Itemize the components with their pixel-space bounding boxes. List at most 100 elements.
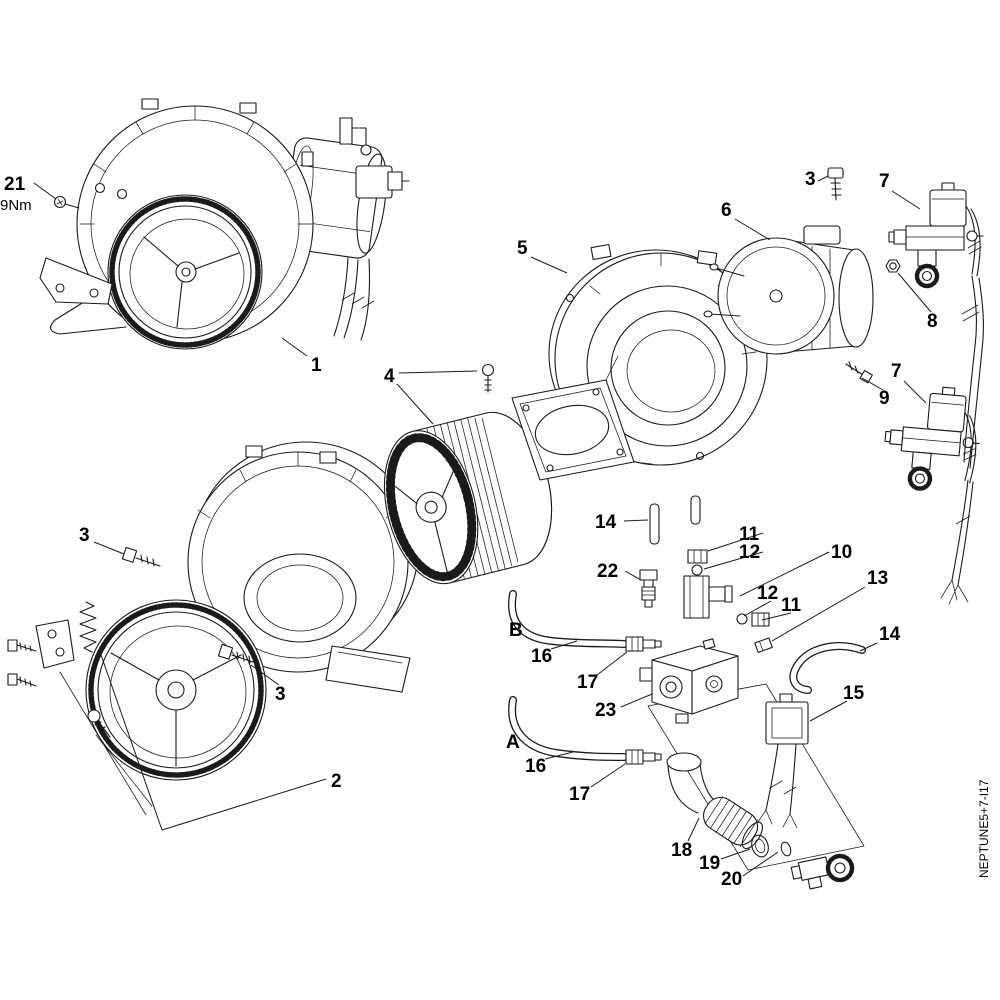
part-20-seal bbox=[780, 841, 792, 857]
callout-leader-line bbox=[161, 778, 327, 831]
solenoid-valve-small bbox=[355, 165, 393, 199]
callout-leader-line bbox=[93, 541, 125, 555]
part-callout-11: 11 bbox=[739, 524, 760, 545]
callout-leader-line bbox=[809, 700, 848, 722]
plumbing-group bbox=[508, 495, 866, 890]
callout-leader-line bbox=[250, 664, 280, 686]
part-19-o-ring bbox=[751, 834, 769, 858]
part-callout-12: 12 bbox=[757, 583, 778, 604]
callout-leader-line bbox=[99, 651, 163, 831]
part-callout-4: 4 bbox=[384, 366, 395, 387]
bracket-plate bbox=[35, 619, 75, 669]
part-4-impeller bbox=[383, 363, 553, 585]
part-callout-11: 11 bbox=[781, 595, 802, 616]
callout-leader-line bbox=[624, 570, 642, 581]
knurled-knob bbox=[825, 853, 855, 883]
callout-leader-line bbox=[703, 551, 764, 570]
callout-leader-line bbox=[859, 642, 878, 652]
callout-leader-line bbox=[398, 370, 478, 374]
part-3-screw bbox=[121, 546, 138, 563]
part-callout-7: 7 bbox=[891, 361, 902, 382]
callout-leader-line bbox=[742, 851, 779, 877]
part-callout-13: 13 bbox=[867, 568, 888, 589]
part-callout-12: 12 bbox=[739, 542, 760, 563]
part-callout-5: 5 bbox=[517, 238, 528, 259]
part-14-tube bbox=[649, 503, 660, 545]
part-callout-17: 17 bbox=[569, 784, 590, 805]
part-callout-16: 16 bbox=[525, 756, 546, 777]
drain-valve-body bbox=[790, 856, 831, 890]
callout-leader-line bbox=[623, 519, 649, 522]
part-callout-6: 6 bbox=[721, 200, 732, 221]
callout-leader-line bbox=[891, 190, 921, 210]
part-3-screw bbox=[217, 643, 234, 660]
part-8-nut bbox=[885, 259, 901, 273]
part-callout-20: 20 bbox=[721, 869, 742, 890]
callout-leader-line bbox=[734, 218, 771, 241]
part-10-tee bbox=[683, 575, 710, 619]
part-11-nut bbox=[687, 549, 708, 564]
callout-leader-line bbox=[720, 848, 751, 860]
part-12-olive bbox=[736, 613, 748, 625]
part-callout-3: 3 bbox=[79, 525, 90, 546]
callout-leader-line bbox=[771, 586, 866, 642]
gear-ring bbox=[107, 194, 263, 350]
part-callout-9: 9 bbox=[879, 388, 890, 409]
callout-leader-line bbox=[596, 651, 628, 676]
part-callout-14: 14 bbox=[595, 512, 617, 533]
part-callout-16: 16 bbox=[531, 646, 552, 667]
part-callout-2: 2 bbox=[331, 771, 342, 792]
callout-leader-line bbox=[396, 383, 434, 425]
top-fitting bbox=[339, 117, 353, 145]
motor-wires bbox=[333, 257, 349, 337]
part-7-valve-lower bbox=[881, 383, 984, 494]
part-callout-9Nm: 9Nm bbox=[0, 197, 32, 214]
part-22-fitting bbox=[639, 569, 658, 581]
part-3-screw bbox=[827, 167, 844, 179]
spring bbox=[79, 601, 97, 653]
impeller-screw bbox=[481, 363, 495, 377]
part-5-fan-housing bbox=[511, 243, 768, 481]
part-callout-21: 21 bbox=[4, 174, 26, 195]
part-13-plug bbox=[754, 637, 773, 653]
part-callout-19: 19 bbox=[699, 853, 720, 874]
part-callout-7: 7 bbox=[879, 171, 890, 192]
callout-leader-line bbox=[687, 817, 700, 842]
part-callout-17: 17 bbox=[577, 672, 598, 693]
part-14-tube bbox=[690, 495, 701, 525]
part-17-fitting bbox=[625, 749, 644, 765]
part-1-blower-assembly bbox=[39, 98, 410, 350]
callout-leader-line bbox=[590, 763, 626, 788]
callout-leader-line bbox=[550, 640, 578, 650]
part-6-motor bbox=[703, 167, 901, 384]
part-callout-23: 23 bbox=[595, 700, 616, 721]
callout-leader-line bbox=[281, 337, 308, 357]
callout-leader-line bbox=[817, 175, 829, 182]
callout-leader-line bbox=[530, 256, 568, 274]
callout-leader-line bbox=[897, 272, 932, 313]
part-callout-10: 10 bbox=[831, 542, 852, 563]
drawing-number: NEPTUNE5+7-I17 bbox=[977, 779, 991, 878]
part-callout-8: 8 bbox=[927, 311, 938, 332]
callout-leader-line bbox=[861, 377, 884, 391]
callout-leader-line bbox=[544, 751, 574, 760]
part-callout-1: 1 bbox=[311, 355, 322, 376]
part-11-nut bbox=[751, 612, 770, 627]
mounting-bracket bbox=[39, 257, 113, 305]
callout-leader-line bbox=[707, 532, 764, 552]
part-18-elbow bbox=[666, 752, 702, 772]
callout-leader-line bbox=[33, 182, 57, 200]
fan-gear-wheel bbox=[85, 599, 267, 781]
part-callout-A: A bbox=[506, 732, 520, 753]
part-callout-3: 3 bbox=[275, 684, 286, 705]
callout-leader-line bbox=[743, 600, 772, 617]
callout-leader-line bbox=[739, 551, 830, 597]
callout-leader-line bbox=[620, 693, 653, 708]
part-callout-18: 18 bbox=[671, 840, 692, 861]
callout-leader-line bbox=[761, 612, 792, 621]
part-callout-22: 22 bbox=[597, 561, 618, 582]
callout-leader-line bbox=[903, 380, 927, 404]
part-callout-15: 15 bbox=[843, 683, 865, 704]
